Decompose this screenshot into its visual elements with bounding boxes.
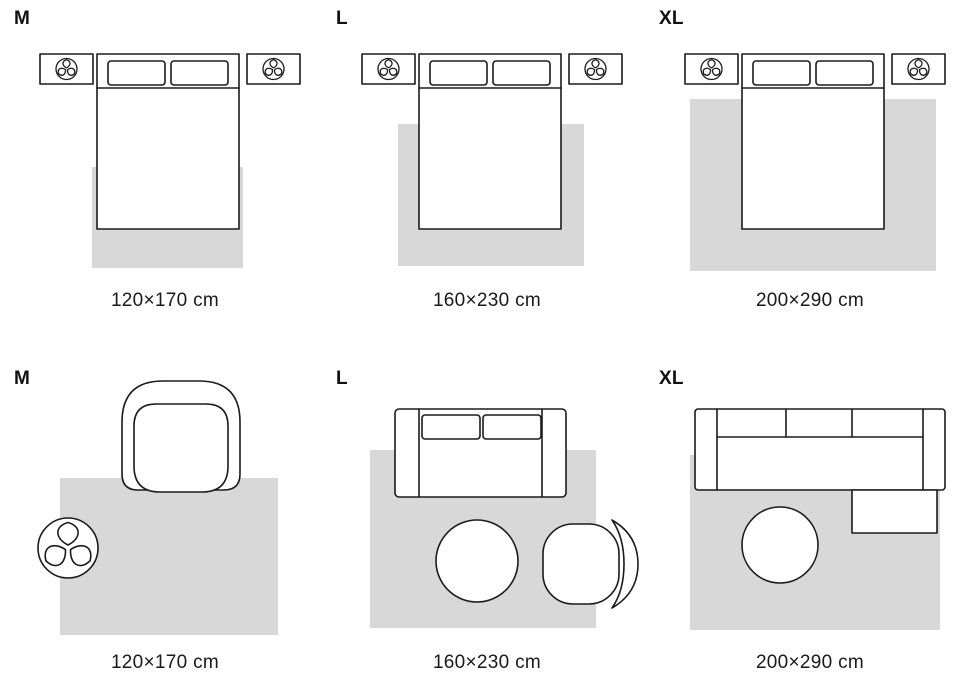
pillow bbox=[492, 60, 551, 86]
sofa bbox=[394, 408, 567, 498]
living-scene-l bbox=[370, 408, 639, 628]
dimension-label: 160×230 cm bbox=[432, 290, 542, 311]
armchair bbox=[121, 380, 241, 493]
nightstand-right bbox=[891, 53, 946, 85]
sofa-cushion bbox=[482, 414, 542, 440]
pillow bbox=[815, 60, 874, 86]
sofa-cushion bbox=[421, 414, 481, 440]
nightstand-right bbox=[246, 53, 301, 85]
panel-bedroom-xl: XL 200×290 cm bbox=[655, 8, 960, 330]
plant-icon bbox=[55, 57, 78, 81]
plant-icon bbox=[262, 57, 285, 81]
pouf bbox=[741, 506, 819, 584]
accent-chair bbox=[542, 519, 639, 609]
size-label-m: M bbox=[14, 8, 31, 29]
plant-icon bbox=[700, 57, 723, 81]
nightstand-right bbox=[568, 53, 623, 85]
plant-icon bbox=[907, 57, 930, 81]
size-label-xl: XL bbox=[659, 8, 684, 29]
dimension-label: 120×170 cm bbox=[110, 290, 220, 311]
size-label-l: L bbox=[336, 368, 348, 389]
pouf bbox=[435, 519, 519, 603]
bed bbox=[741, 53, 885, 230]
pillow bbox=[107, 60, 166, 86]
armchair-seat bbox=[133, 403, 229, 493]
bedroom-scene-l bbox=[361, 53, 623, 266]
sofa-body bbox=[694, 408, 946, 491]
sectional-sofa bbox=[694, 408, 946, 534]
nightstand-left bbox=[361, 53, 416, 85]
dimension-label: 200×290 cm bbox=[755, 652, 865, 673]
dimension-label: 200×290 cm bbox=[755, 290, 865, 311]
accent-chair-seat bbox=[542, 523, 620, 605]
bed bbox=[418, 53, 562, 230]
living-scene-m bbox=[37, 380, 278, 635]
plant-icon bbox=[377, 57, 400, 81]
pillow bbox=[752, 60, 811, 86]
panel-bedroom-l: L 160×230 cm bbox=[332, 8, 642, 330]
bed bbox=[96, 53, 240, 230]
chaise bbox=[851, 489, 938, 534]
panel-living-m: M 120×170 cm bbox=[10, 368, 320, 690]
dimension-label: 160×230 cm bbox=[432, 652, 542, 673]
nightstand-left bbox=[684, 53, 739, 85]
plant-icon bbox=[37, 517, 99, 579]
living-scene-xl bbox=[690, 408, 946, 630]
size-label-m: M bbox=[14, 368, 31, 389]
nightstand-left bbox=[39, 53, 94, 85]
pillow bbox=[170, 60, 229, 86]
size-label-xl: XL bbox=[659, 368, 684, 389]
plant-icon bbox=[584, 57, 607, 81]
bedroom-scene-xl bbox=[684, 53, 946, 271]
dimension-label: 120×170 cm bbox=[110, 652, 220, 673]
panel-living-xl: XL 200×290 cm bbox=[655, 368, 960, 690]
panel-living-l: L 160×230 cm bbox=[332, 368, 642, 690]
size-label-l: L bbox=[336, 8, 348, 29]
accent-chair-back bbox=[611, 519, 639, 609]
bedroom-scene-m bbox=[39, 53, 301, 268]
pillow bbox=[429, 60, 488, 86]
panel-bedroom-m: M 120×170 cm bbox=[10, 8, 320, 330]
